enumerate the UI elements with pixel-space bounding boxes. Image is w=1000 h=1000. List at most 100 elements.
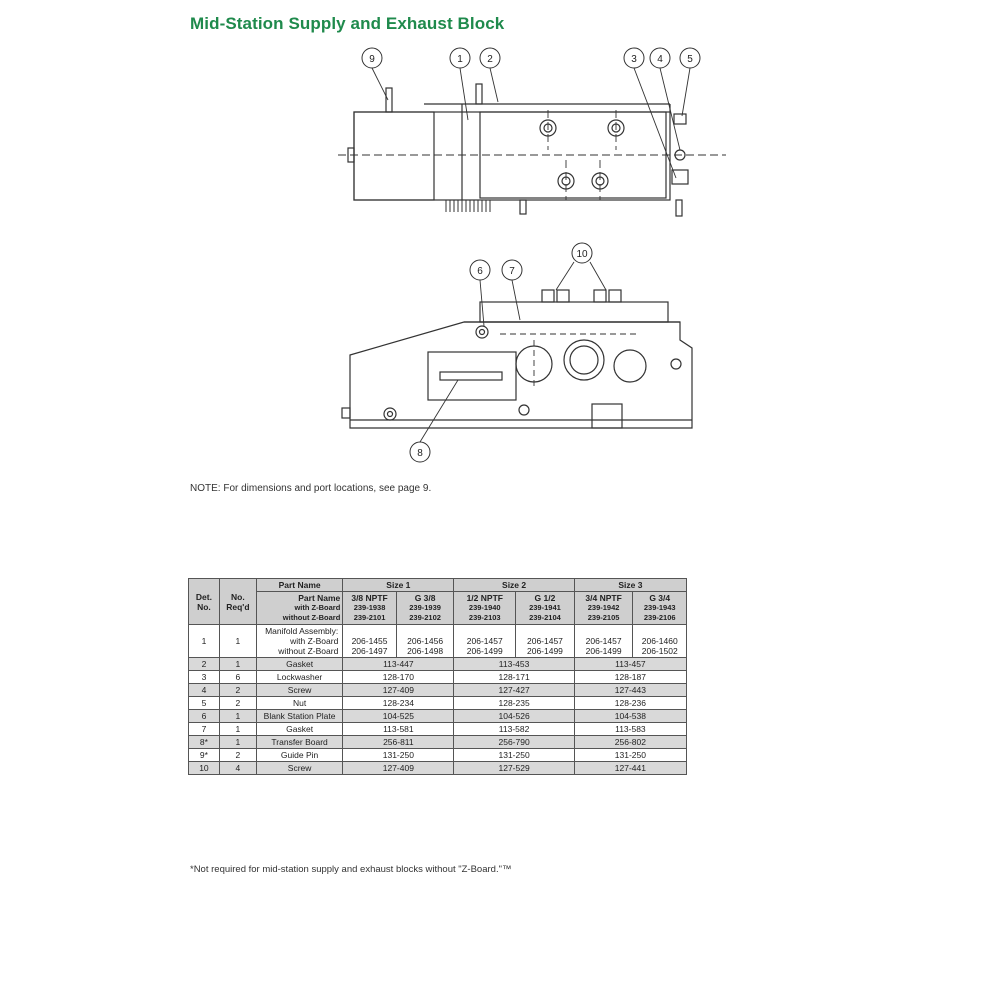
top-view-end-cap [353, 111, 435, 201]
header-size-1: Size 1 [342, 578, 455, 592]
transfer-board [427, 351, 517, 401]
table-cell-det: 9* [188, 748, 220, 762]
callout-label-6: 6 [477, 266, 483, 277]
callout-2 [479, 47, 501, 69]
callout-label-4: 4 [657, 54, 663, 65]
side-view-body [349, 321, 693, 429]
table-cell-det: 2 [188, 657, 220, 671]
table-cell-s2: 128-235 [453, 696, 575, 710]
table-cell-name: Screw [255, 761, 344, 775]
callout-label-7: 7 [509, 266, 515, 277]
callout-label-5: 5 [687, 54, 693, 65]
table-cell-s2: 104-526 [453, 709, 575, 723]
table-cell-s3: 131-250 [573, 748, 688, 762]
header-det-no: Det. No. [188, 578, 220, 625]
note-text: NOTE: For dimensions and port locations,… [190, 483, 432, 494]
table-cell-s1: 127-409 [342, 761, 455, 775]
guide-pin-2 [475, 83, 483, 105]
exploded-view-drawing: 9 1 2 3 4 5 6 7 10 8 [338, 47, 726, 463]
table-cell-det: 6 [188, 709, 220, 723]
header-part-name-sub: Part Name with Z-Board without Z-Board [255, 591, 344, 625]
table-cell-s1: 256-811 [342, 735, 455, 749]
table-cell-s3: 104-538 [573, 709, 688, 723]
header-size-2: Size 2 [453, 578, 575, 592]
table-cell-s1: 127-409 [342, 683, 455, 697]
callout-10 [571, 242, 593, 264]
table-cell-req: 1 [218, 709, 257, 723]
callout-label-8: 8 [417, 448, 423, 459]
table-cell-name: Blank Station Plate [255, 709, 344, 723]
header-no-reqd: No. Req'd [218, 578, 257, 625]
callout-label-2: 2 [487, 54, 493, 65]
table-cell-s2: 127-529 [453, 761, 575, 775]
table-cell-det: 8* [188, 735, 220, 749]
table-cell-det: 5 [188, 696, 220, 710]
callout-1 [449, 47, 471, 69]
table-cell-name: Lockwasher [255, 670, 344, 684]
table-cell-name: Gasket [255, 722, 344, 736]
blank-station-plate [479, 301, 669, 323]
table-cell-name: Screw [255, 683, 344, 697]
table-cell-s3: 127-443 [573, 683, 688, 697]
table-cell-name: Gasket [255, 657, 344, 671]
callout-5 [679, 47, 701, 69]
parts-table: Det. No. No. Req'd Part Name Size 1 Size… [188, 578, 688, 775]
table-cell-req: 2 [218, 748, 257, 762]
callout-6 [469, 259, 491, 281]
table-cell-s2: 128-171 [453, 670, 575, 684]
table-cell-det: 3 [188, 670, 220, 684]
table-cell-s2: 256-790 [453, 735, 575, 749]
callout-label-10: 10 [576, 249, 588, 260]
table-cell-s1: 128-170 [342, 670, 455, 684]
table-cell-det: 7 [188, 722, 220, 736]
table-cell-det: 10 [188, 761, 220, 775]
callout-9 [361, 47, 383, 69]
table-cell-s3: 113-583 [573, 722, 688, 736]
table-cell-s2: 113-453 [453, 657, 575, 671]
table-cell-s1: 128-234 [342, 696, 455, 710]
guide-pin-9 [385, 87, 393, 113]
callout-8 [409, 441, 431, 463]
table-cell-name: Nut [255, 696, 344, 710]
header-size-3: Size 3 [573, 578, 688, 592]
callout-3 [623, 47, 645, 69]
table-cell-req: 1 [218, 735, 257, 749]
table-cell-s1: 113-447 [342, 657, 455, 671]
table-cell-s1: 113-581 [342, 722, 455, 736]
table-cell-s3: 127-441 [573, 761, 688, 775]
callout-7 [501, 259, 523, 281]
table-cell-s3: 128-236 [573, 696, 688, 710]
top-view-body [353, 111, 671, 201]
table-cell-req: 2 [218, 696, 257, 710]
table-cell-s2: 127-427 [453, 683, 575, 697]
table-cell-s2: 131-250 [453, 748, 575, 762]
table-cell-det: 4 [188, 683, 220, 697]
header-part-name: Part Name [255, 578, 344, 592]
table-cell-name: Transfer Board [255, 735, 344, 749]
table-cell-req: 1 [218, 657, 257, 671]
table-row: 1 1 Manifold Assembly: with Z-Board with… [188, 624, 687, 658]
table-cell-name: Guide Pin [255, 748, 344, 762]
table-cell-s2: 113-582 [453, 722, 575, 736]
table-cell-s3: 256-802 [573, 735, 688, 749]
table-cell-req: 4 [218, 761, 257, 775]
table-cell-req: 6 [218, 670, 257, 684]
table-cell-s3: 128-187 [573, 670, 688, 684]
page-title: Mid-Station Supply and Exhaust Block [190, 14, 505, 33]
table-cell-req: 1 [218, 722, 257, 736]
